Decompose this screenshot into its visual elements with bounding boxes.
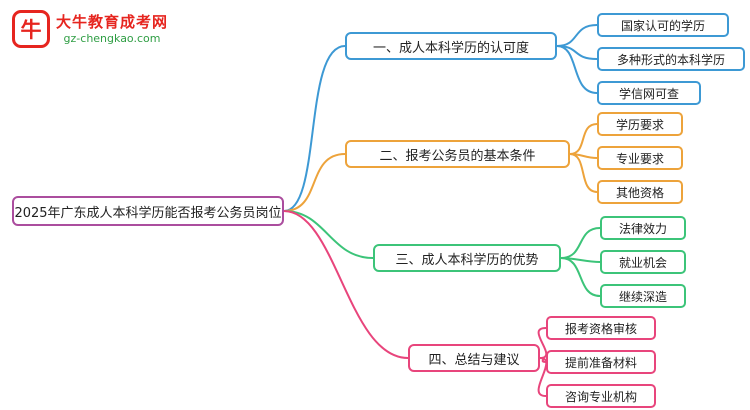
root-node: 2025年广东成人本科学历能否报考公务员岗位 — [12, 196, 284, 226]
bull-logo-icon: 牛 — [12, 10, 50, 48]
connector-branch-3-child-0 — [537, 327, 548, 359]
connector-branch-2-child-2 — [560, 257, 601, 297]
logo-subtitle: gz-chengkao.com — [63, 31, 161, 45]
leaf-node: 提前准备材料 — [546, 350, 656, 374]
site-logo[interactable]: 牛 大牛教育成考网 gz-chengkao.com — [12, 10, 168, 48]
branch-node-1: 一、成人本科学历的认可度 — [345, 32, 557, 60]
connector-root-branch-2 — [283, 210, 374, 259]
branch-node-3: 三、成人本科学历的优势 — [373, 244, 561, 272]
branch-node-2: 二、报考公务员的基本条件 — [345, 140, 570, 168]
leaf-node: 其他资格 — [597, 180, 683, 204]
leaf-node: 就业机会 — [600, 250, 686, 274]
connector-root-branch-1 — [283, 153, 346, 212]
leaf-node: 学信网可查 — [597, 81, 701, 105]
connector-branch-3-child-2 — [537, 357, 548, 397]
leaf-node: 报考资格审核 — [546, 316, 656, 340]
leaf-node: 咨询专业机构 — [546, 384, 656, 408]
connector-branch-1-child-2 — [569, 153, 598, 193]
leaf-node: 法律效力 — [600, 216, 686, 240]
connector-root-branch-0 — [283, 45, 346, 212]
connector-branch-0-child-2 — [556, 45, 598, 94]
leaf-node: 学历要求 — [597, 112, 683, 136]
connector-root-branch-3 — [283, 210, 409, 359]
connector-branch-2-child-0 — [560, 227, 601, 259]
leaf-node: 多种形式的本科学历 — [597, 47, 745, 71]
logo-text: 大牛教育成考网 gz-chengkao.com — [56, 10, 168, 46]
leaf-node: 专业要求 — [597, 146, 683, 170]
leaf-node: 国家认可的学历 — [597, 13, 729, 37]
logo-title: 大牛教育成考网 — [56, 13, 169, 31]
leaf-node: 继续深造 — [600, 284, 686, 308]
connector-branch-0-child-0 — [556, 24, 598, 47]
connector-branch-1-child-0 — [569, 123, 598, 155]
branch-node-4: 四、总结与建议 — [408, 344, 540, 372]
